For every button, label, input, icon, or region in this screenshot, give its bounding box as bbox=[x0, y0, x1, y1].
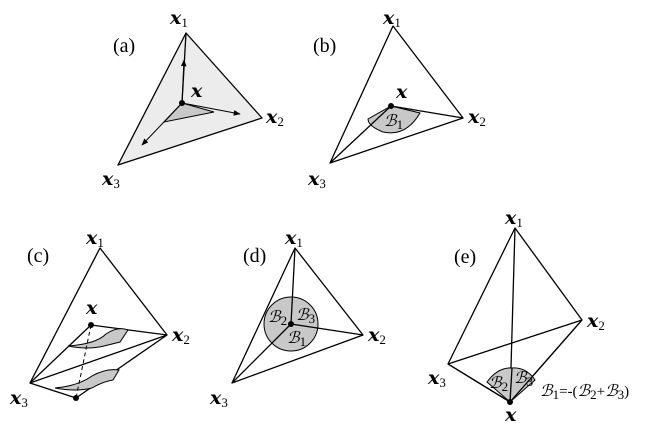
panel-a-arrow-up bbox=[180, 59, 187, 104]
panel-c-label: (c) bbox=[27, 245, 49, 267]
panel-c-dashed-link bbox=[75, 324, 92, 399]
panel-e-edge-right bbox=[509, 319, 583, 403]
panel-c-point-label: x bbox=[85, 297, 98, 319]
panel-c-point-bottom bbox=[73, 395, 79, 401]
panel-e-vertex-3: x3 bbox=[427, 367, 446, 390]
panel-d-point bbox=[288, 321, 294, 327]
panel-a-point-label: x bbox=[190, 80, 203, 102]
panel-e-vertex-1: x1 bbox=[504, 207, 523, 230]
panel-b-region-label: ℬ1 bbox=[384, 113, 403, 132]
panel-b-edge-1 bbox=[390, 105, 464, 119]
panel-b-region bbox=[367, 105, 421, 134]
panel-a-vertex-2: x2 bbox=[265, 106, 284, 129]
panel-b-point-label: x bbox=[395, 81, 408, 103]
panel-c-upper-patch bbox=[67, 328, 129, 349]
panel-c-vertex-3: x3 bbox=[9, 387, 28, 410]
panel-c: (c) x1 x2 x3 x bbox=[9, 227, 190, 410]
panel-c-lower-patch bbox=[54, 369, 120, 391]
panel-d: (d) x1 x2 x3 ℬ2 ℬ3 ℬ1 bbox=[209, 227, 386, 410]
panel-b-vertex-1: x1 bbox=[382, 7, 401, 30]
panel-a-label: (a) bbox=[113, 35, 135, 57]
panel-c-vertex-2: x2 bbox=[171, 324, 190, 347]
panel-a-triangle bbox=[117, 32, 263, 166]
panel-c-edge-b bbox=[29, 324, 92, 384]
panel-b-vertex-2: x2 bbox=[467, 106, 486, 129]
panel-a-vertex-1: x1 bbox=[169, 7, 188, 30]
panel-e-region-divider bbox=[509, 367, 513, 403]
panel-a-point bbox=[179, 100, 185, 106]
panel-e-label: (e) bbox=[454, 246, 476, 268]
panel-a-face bbox=[118, 33, 262, 165]
panel-d-label: (d) bbox=[243, 245, 266, 267]
panel-d-region-3-label: ℬ3 bbox=[296, 307, 315, 326]
panel-b-label: (b) bbox=[313, 35, 336, 57]
panel-d-vertex-2: x2 bbox=[367, 324, 386, 347]
panel-d-edge-apex bbox=[290, 247, 296, 325]
panel-e-region-2-label: ℬ2 bbox=[489, 375, 508, 394]
panel-e-point bbox=[507, 399, 513, 405]
panel-c-vertex-1: x1 bbox=[85, 227, 104, 250]
panel-e-equation: ℬ1=-(ℬ2+ℬ3) bbox=[540, 383, 629, 402]
panel-c-point-top bbox=[88, 322, 94, 328]
panel-b-vertex-3: x3 bbox=[307, 168, 326, 191]
panel-d-triangle bbox=[231, 247, 364, 384]
panel-e-region-3-label: ℬ3 bbox=[514, 370, 533, 389]
panel-e: (e) x1 x2 x3 x ℬ2 ℬ3 ℬ1=-(ℬ2+ℬ3) bbox=[427, 207, 629, 423]
panel-a-vertex-3: x3 bbox=[101, 168, 120, 191]
panel-b: (b) x1 x2 x3 x ℬ1 bbox=[307, 7, 486, 191]
panel-e-edge-left bbox=[447, 363, 511, 403]
panel-c-edge-a bbox=[90, 324, 168, 336]
panel-b-triangle bbox=[329, 25, 464, 164]
panel-b-edge-2 bbox=[329, 105, 392, 164]
panel-d-edge-right bbox=[290, 323, 364, 336]
panel-d-vertex-1: x1 bbox=[284, 227, 303, 250]
panel-d-region-1-label: ℬ1 bbox=[287, 330, 306, 349]
panel-e-vertex-2: x2 bbox=[586, 310, 605, 333]
panel-a-arrow-right bbox=[181, 102, 241, 116]
panel-b-point bbox=[388, 103, 394, 109]
panel-d-region-2-label: ℬ2 bbox=[268, 309, 287, 328]
panel-a: (a) x1 x2 x3 x bbox=[101, 7, 284, 191]
panel-c-triangle bbox=[29, 247, 168, 384]
panel-d-edge-left bbox=[231, 323, 292, 384]
panel-e-point-label: x bbox=[504, 404, 517, 423]
panel-d-vertex-3: x3 bbox=[209, 387, 228, 410]
panel-c-edge-c bbox=[29, 382, 77, 399]
panel-a-arrow-down bbox=[141, 102, 183, 146]
panel-e-edge-base bbox=[447, 319, 583, 365]
